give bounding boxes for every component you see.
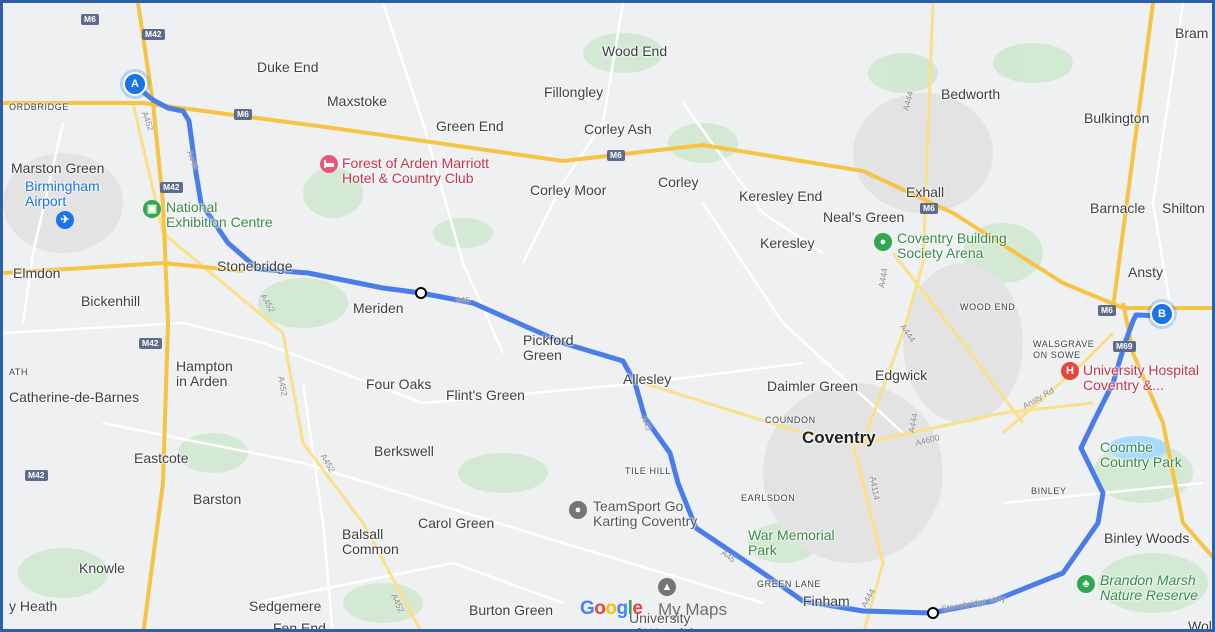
town-label: Flint's Green	[446, 387, 525, 403]
hospital-icon[interactable]: H	[1061, 362, 1079, 380]
road-label: A45	[455, 295, 471, 305]
town-label: Shilton	[1162, 200, 1205, 216]
town-label: Elmdon	[13, 265, 61, 281]
poi-label[interactable]: Forest of Arden Marriott Hotel & Country…	[342, 155, 490, 186]
poi-label[interactable]: University Hospital Coventry &...	[1083, 362, 1199, 393]
graduation-icon[interactable]: ▲	[658, 578, 676, 596]
town-label: Burton Green	[469, 602, 554, 618]
town-label: Carol Green	[418, 515, 495, 531]
poi-label[interactable]: TeamSport Go Karting Coventry	[593, 498, 698, 529]
poi-label[interactable]: Coventry Building Society Arena	[897, 230, 1007, 261]
exhibition-icon[interactable]: ▣	[143, 200, 161, 218]
town-label: WOOD END	[960, 302, 1016, 312]
start-marker[interactable]: A	[123, 72, 147, 96]
road-shield: M6	[920, 203, 938, 214]
town-label: Keresley End	[739, 188, 823, 204]
town-label: Fen End	[273, 620, 326, 632]
bed-icon[interactable]	[320, 155, 338, 173]
town-label: Exhall	[906, 184, 945, 200]
town-label: Meriden	[353, 300, 404, 316]
poi-label[interactable]: War Memorial Park	[748, 527, 835, 558]
town-label: Corley Moor	[530, 182, 607, 198]
town-label: Bram	[1175, 25, 1209, 41]
poi-label[interactable]: National Exhibition Centre	[166, 199, 273, 230]
town-label: Stonebridge	[217, 258, 293, 274]
town-label: Barston	[193, 491, 242, 507]
town-label: Bedworth	[941, 86, 1001, 102]
stadium-icon[interactable]: ●	[874, 233, 892, 251]
town-label: Corley Ash	[584, 121, 652, 137]
poi-label[interactable]: Brandon Marsh Nature Reserve	[1100, 572, 1199, 603]
town-label: Catherine-de-Barnes	[9, 389, 139, 405]
town-label: Bickenhill	[81, 293, 141, 309]
town-label: WALSGRAVE ON SOWE	[1033, 339, 1095, 360]
town-label: Edgwick	[875, 367, 928, 383]
town-label: COUNDON	[765, 415, 816, 425]
town-label: Hampton in Arden	[176, 358, 233, 389]
town-label: y Heath	[9, 598, 58, 614]
town-label: Fillongley	[544, 84, 604, 100]
town-label: Coventry	[802, 428, 876, 447]
town-label: Sedgemere	[249, 598, 322, 614]
route-line	[133, 83, 1166, 616]
road-shield: M6	[81, 14, 99, 25]
tree-icon[interactable]: ♣	[1077, 575, 1095, 593]
town-label: Four Oaks	[366, 376, 432, 392]
road-shield: M42	[142, 29, 165, 40]
town-label: ORDBRIDGE	[9, 102, 69, 112]
poi-label[interactable]: Coombe Country Park	[1100, 439, 1182, 470]
town-label: Eastcote	[134, 450, 189, 466]
town-label: BINLEY	[1031, 486, 1067, 496]
town-label: Keresley	[760, 235, 815, 251]
town-label: Finham	[803, 593, 850, 609]
airplane-icon[interactable]: ✈	[56, 211, 74, 229]
town-label: EARLSDON	[741, 493, 796, 503]
road-shield: M42	[25, 470, 48, 481]
poi-label[interactable]: Birmingham Airport	[25, 178, 100, 209]
town-label: Allesley	[623, 371, 672, 387]
town-label: Berkswell	[374, 443, 434, 459]
road-shield: M6	[234, 109, 252, 120]
town-label: TILE HILL	[625, 466, 671, 476]
town-label: Marston Green	[11, 160, 105, 176]
town-label: Barnacle	[1090, 200, 1146, 216]
town-label: GREEN LANE	[757, 579, 822, 589]
town-label: Daimler Green	[767, 378, 859, 394]
map-background	[3, 3, 1212, 629]
town-label: Wood End	[602, 43, 668, 59]
map-pin-icon[interactable]: ●	[569, 501, 587, 519]
town-label: Bulkington	[1084, 110, 1150, 126]
town-label: Green End	[436, 118, 504, 134]
road-shield: M69	[1113, 341, 1136, 352]
town-label: Pickford Green	[523, 332, 574, 363]
town-label: Balsall Common	[342, 526, 399, 557]
road-shield: M6	[607, 150, 625, 161]
town-label: Duke End	[257, 59, 319, 75]
road-shield: M6	[1098, 305, 1116, 316]
google-logo: Google	[580, 598, 643, 619]
town-label: University of Warwick	[629, 610, 697, 630]
town-label: ATH	[9, 367, 29, 377]
road-shield: M42	[160, 182, 183, 193]
end-marker[interactable]: B	[1150, 302, 1174, 326]
town-label: Corley	[658, 174, 699, 190]
my-maps-label: My Maps	[658, 600, 727, 619]
road-shield: M42	[139, 338, 162, 349]
town-label: Ansty	[1128, 264, 1164, 280]
town-label: Knowle	[79, 560, 125, 576]
town-label: Wols	[1188, 618, 1212, 632]
town-label: Binley Woods	[1104, 530, 1190, 546]
town-label: Neal's Green	[823, 209, 905, 225]
town-label: Maxstoke	[327, 93, 387, 109]
